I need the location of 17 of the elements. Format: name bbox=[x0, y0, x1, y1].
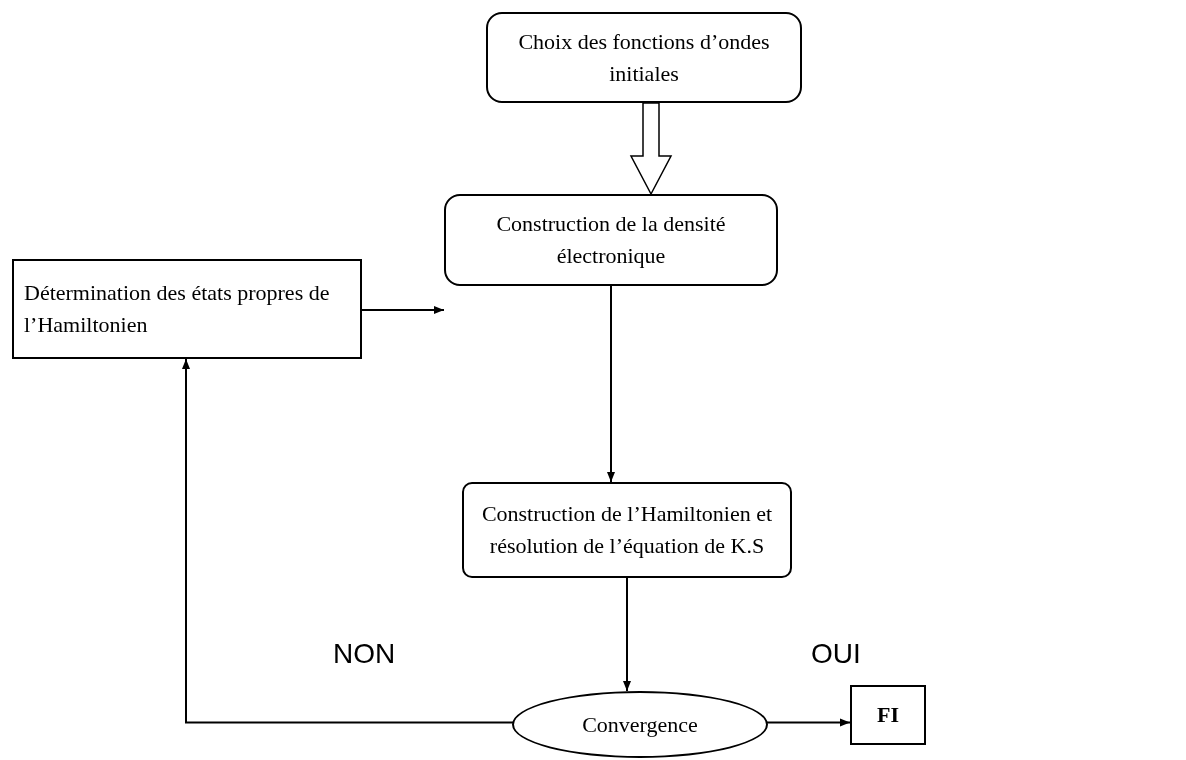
node-text: FI bbox=[877, 701, 899, 730]
arrow bbox=[623, 577, 631, 692]
process-box bbox=[850, 685, 926, 745]
node-text: Construction de la densité électronique bbox=[495, 210, 727, 270]
arrow bbox=[182, 358, 514, 724]
arrow bbox=[766, 718, 851, 727]
process-box bbox=[486, 12, 802, 103]
process-box bbox=[444, 194, 778, 286]
process-box bbox=[12, 259, 362, 359]
process-box bbox=[462, 482, 792, 578]
node-text: Détermination des états propres de l’Hamiltonien bbox=[24, 279, 331, 339]
node-text: Convergence bbox=[582, 710, 698, 739]
hollow-arrow bbox=[629, 102, 673, 196]
node-text: Construction de l’Hamiltonien et résolution de l’équation de K.S bbox=[480, 500, 774, 560]
arrow bbox=[607, 285, 615, 483]
node-text: Choix des fonctions d’ondes initiales bbox=[517, 27, 771, 88]
arrow bbox=[361, 306, 445, 314]
